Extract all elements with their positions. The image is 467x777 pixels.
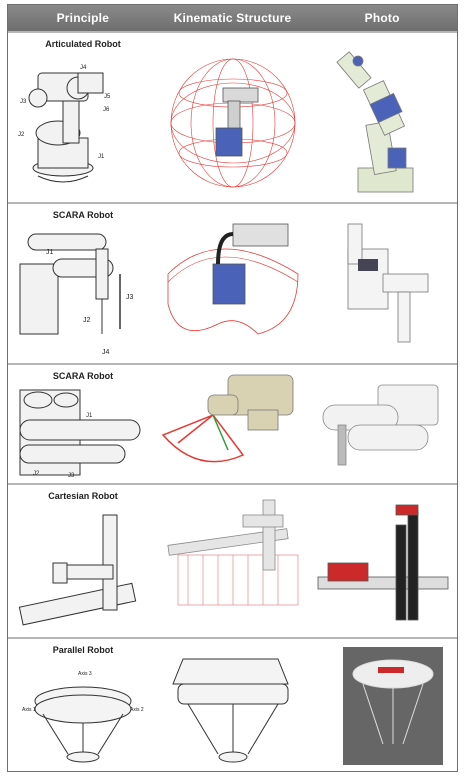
joint-label-j2: J2 xyxy=(18,132,25,138)
row-articulated-robot: Articulated Robot J4 J5 J6 J3 xyxy=(8,31,457,202)
principle-cartesian-drawing xyxy=(8,485,158,637)
joint-label-j1: J1 xyxy=(86,413,93,419)
joint-label-j4: J4 xyxy=(80,65,87,71)
kinematic-parallel-structure xyxy=(158,639,308,771)
joint-label-j1: J1 xyxy=(46,249,54,256)
header-principle: Principle xyxy=(56,11,110,25)
kinematic-scara2-workspace xyxy=(158,365,308,483)
row-title: Cartesian Robot xyxy=(48,491,118,501)
axis-label-1: Axis 1 xyxy=(22,707,36,713)
row-scara-robot: SCARA Robot J1 J2 J3 J4 xyxy=(8,202,457,363)
joint-label-j6: J6 xyxy=(103,107,110,113)
row-cartesian-robot: Cartesian Robot xyxy=(8,483,457,637)
row-title: SCARA Robot xyxy=(52,371,114,381)
row-scara-robot-2: SCARA Robot J1 J2 J3 xyxy=(8,363,457,483)
kinematic-cartesian-workspace xyxy=(158,485,308,637)
photo-parallel-robot xyxy=(308,639,457,771)
robot-types-table: Principle Kinematic Structure Photo Arti… xyxy=(7,4,458,772)
table-header: Principle Kinematic Structure Photo xyxy=(8,5,457,31)
joint-label-j3: J3 xyxy=(68,473,75,479)
principle-articulated-drawing: J4 J5 J6 J3 J2 J1 xyxy=(8,33,158,202)
axis-label-2: Axis 2 xyxy=(130,707,144,713)
joint-label-j3: J3 xyxy=(126,294,134,301)
row-parallel-robot: Parallel Robot Axis 3 Axis 1 Axis 2 xyxy=(8,637,457,771)
principle-scara-drawing: J1 J2 J3 J4 xyxy=(8,204,158,363)
principle-scara2-drawing: J1 J2 J3 xyxy=(8,365,158,483)
photo-articulated-robot xyxy=(308,33,457,202)
kinematic-articulated-workspace xyxy=(158,33,308,202)
photo-scara-robot xyxy=(308,204,457,363)
photo-cartesian-robot xyxy=(308,485,457,637)
photo-scara2-robot xyxy=(308,365,457,483)
row-title: Articulated Robot xyxy=(45,39,121,49)
joint-label-j2: J2 xyxy=(83,317,91,324)
kinematic-scara-workspace xyxy=(158,204,308,363)
header-kinematic-structure: Kinematic Structure xyxy=(173,11,292,25)
header-photo: Photo xyxy=(364,11,400,25)
joint-label-j5: J5 xyxy=(104,94,111,100)
joint-label-j4: J4 xyxy=(102,349,110,356)
row-title: Parallel Robot xyxy=(52,645,114,655)
row-title: SCARA Robot xyxy=(52,210,114,220)
principle-parallel-drawing: Axis 3 Axis 1 Axis 2 xyxy=(8,639,158,771)
joint-label-j3: J3 xyxy=(20,99,27,105)
joint-label-j2: J2 xyxy=(33,471,40,477)
axis-label-3: Axis 3 xyxy=(78,671,92,677)
joint-label-j1: J1 xyxy=(98,154,105,160)
